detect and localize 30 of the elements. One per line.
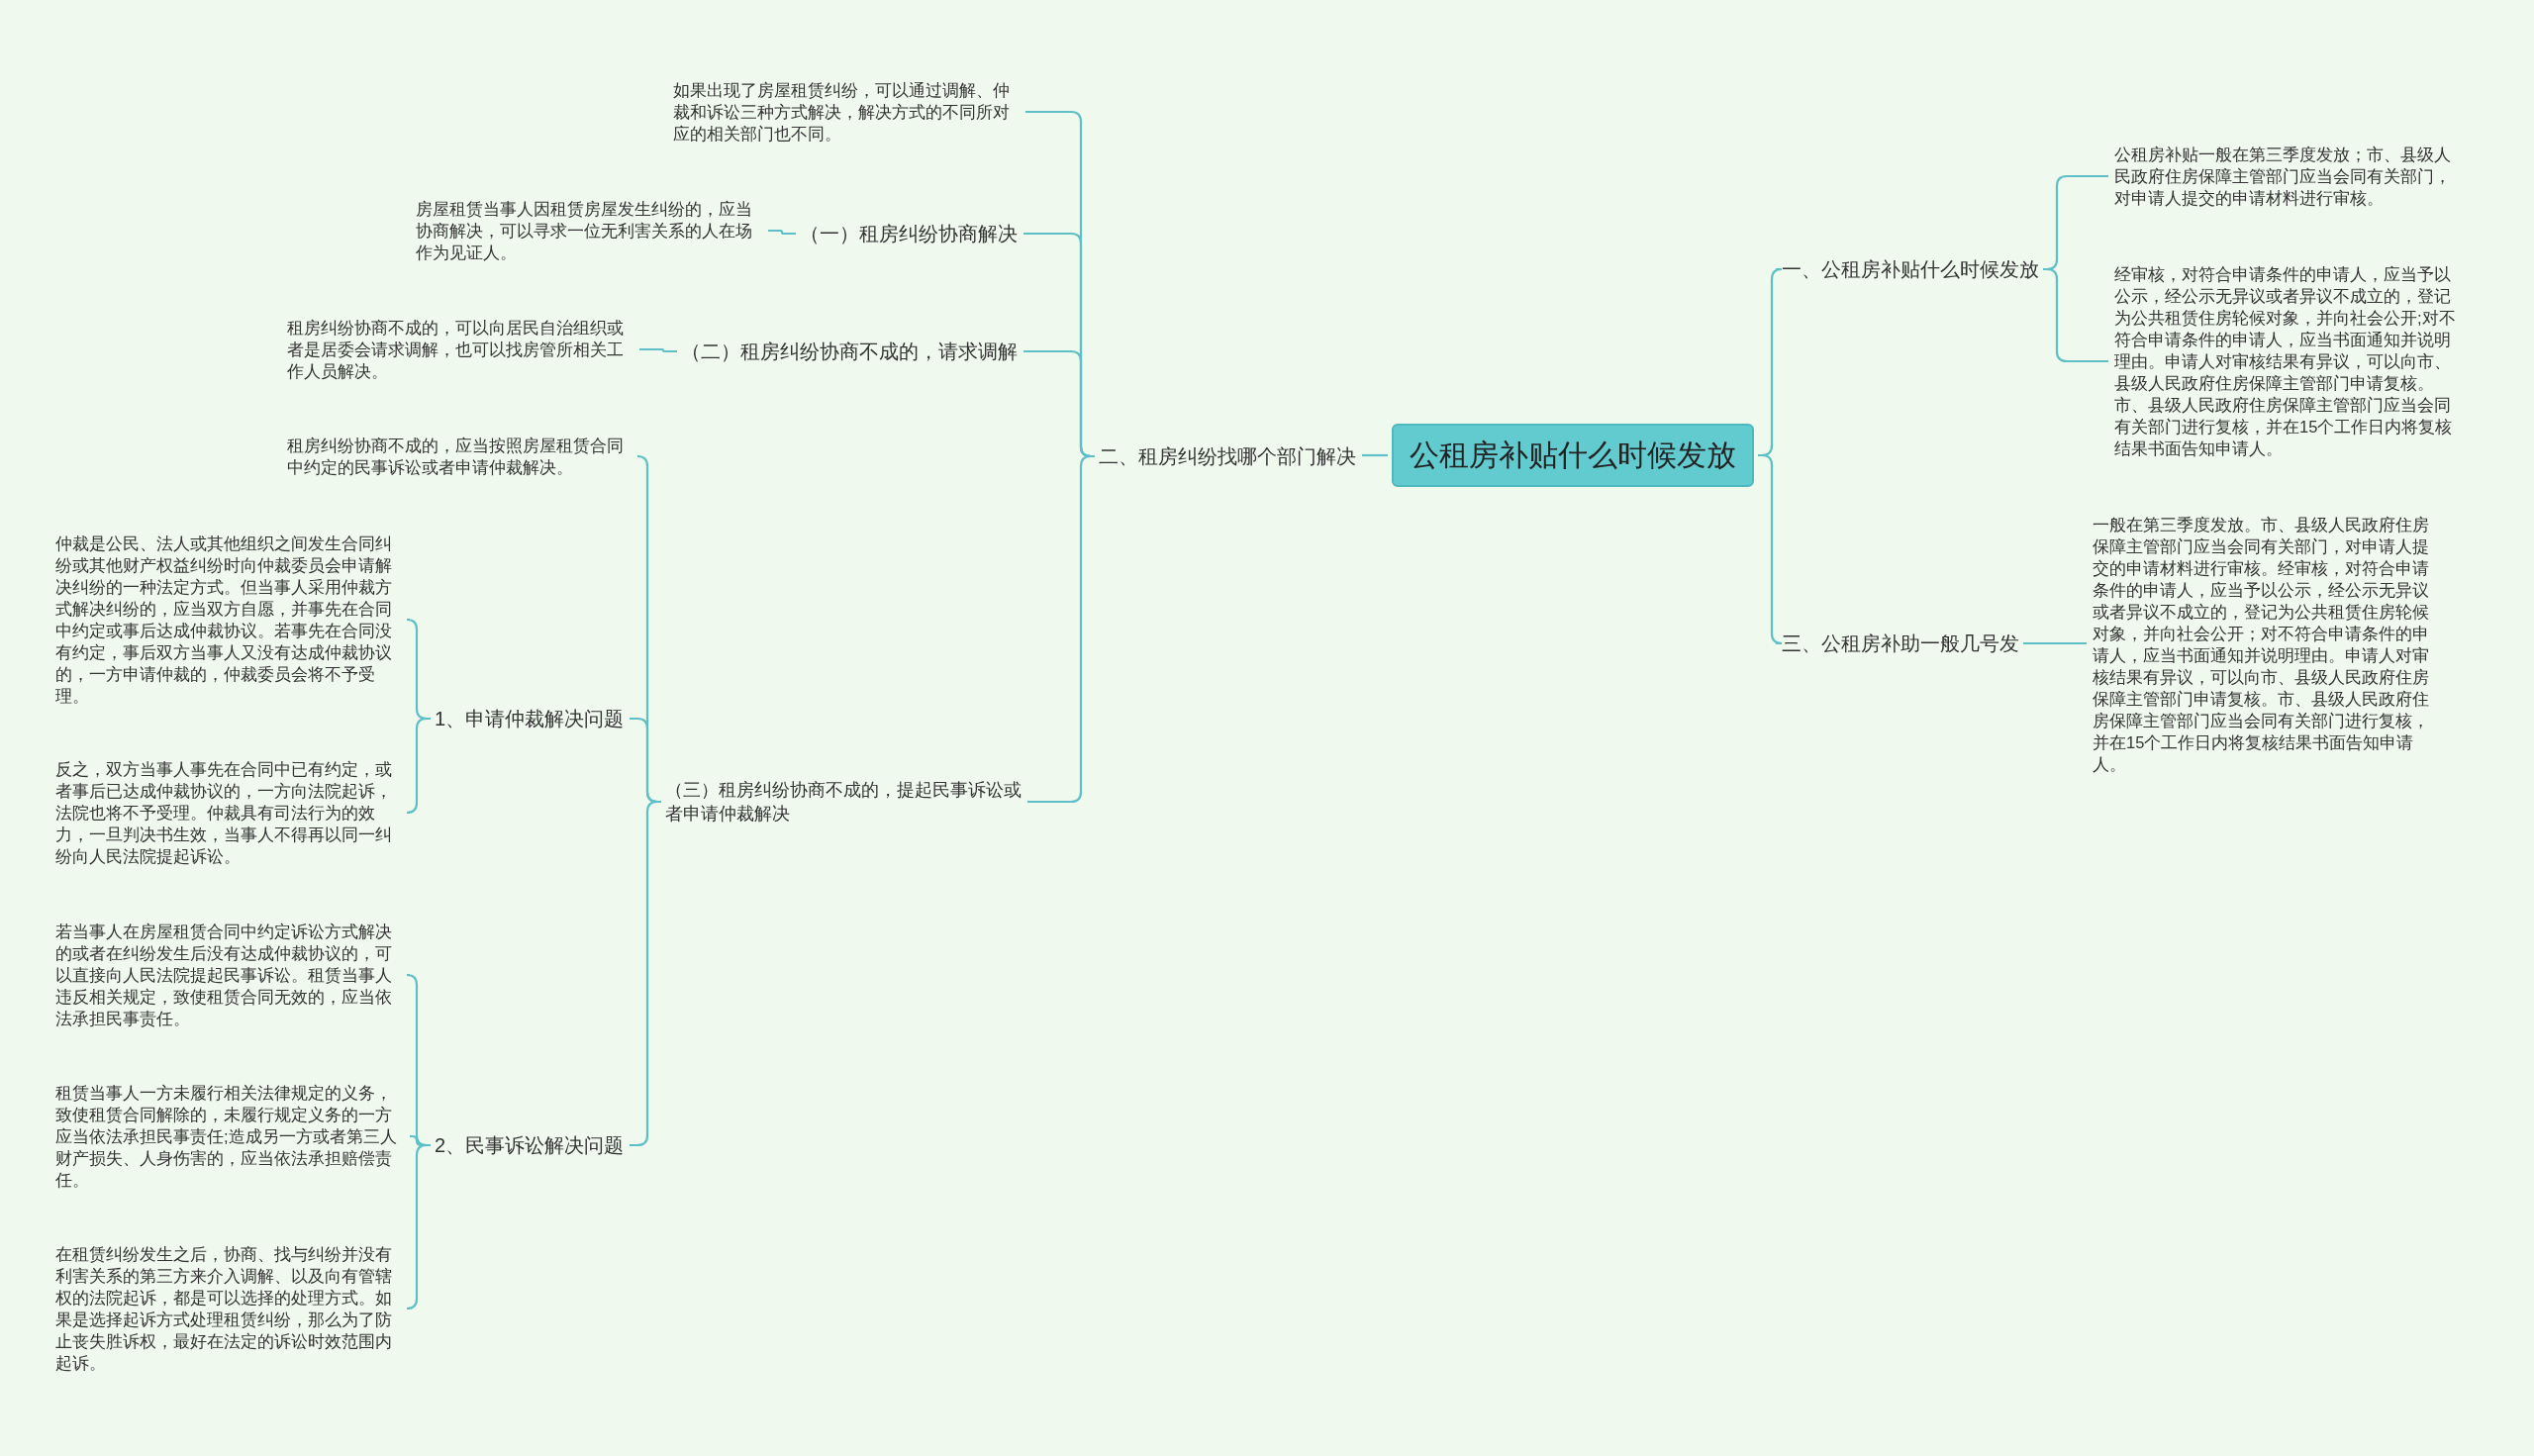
branch-topic: 三、公租房补助一般几号发	[1782, 630, 2019, 657]
note-text: 租赁当事人一方未履行相关法律规定的义务，致使租赁合同解除的，未履行规定义务的一方应当依法承担民事责任;造成另一方或者第三人财产损失、人身伤害的，应当依法承担赔偿责任。	[55, 1082, 404, 1191]
branch-topic: 一、公租房补贴什么时候发放	[1782, 255, 2039, 283]
connector-line	[2043, 267, 2108, 363]
branch-topic: 二、租房纠纷找哪个部门解决	[1099, 442, 1356, 470]
branch-topic: （三）租房纠纷协商不成的，提起民事诉讼或者申请仲裁解决	[665, 778, 1022, 825]
connector-line	[639, 347, 677, 353]
note-text: 经审核，对符合申请条件的申请人，应当予以公示，经公示无异议或者异议不成立的，登记为公共租赁住房轮候对象，并向社会公开;对不符合申请条件的申请人，应当书面通知并说明理由。申请人对审核结果有异议，可以向市、县级人民政府住房保障主管部门申请复核。市、县级人民政府住房保障主管部门应当会同有关部门进行复核，并在15个工作日内将复核结果书面告知申请人。	[2114, 263, 2461, 459]
note-text: 一般在第三季度发放。市、县级人民政府住房保障主管部门应当会同有关部门，对申请人提交的申请材料进行审核。经审核，对符合申请条件的申请人，应当予以公示，经公示无异议或者异议不成立的，登记为公共租赁住房轮候对象，并向社会公开；对不符合申请条件的申请人，应当书面通知并说明理由。申请人对审核结果有异议，可以向市、县级人民政府住房保障主管部门申请复核。市、县级人民政府住房保障主管部门应当会同有关部门进行复核，并在15个工作日内将复核结果书面告知申请人。	[2093, 514, 2439, 775]
connector-line	[768, 229, 796, 236]
note-text: 公租房补贴一般在第三季度发放；市、县级人民政府住房保障主管部门应当会同有关部门，对申请人提交的申请材料进行审核。	[2114, 144, 2461, 209]
branch-topic: 1、申请仲裁解决问题	[434, 705, 624, 732]
note-text: 若当事人在房屋租赁合同中约定诉讼方式解决的或者在纠纷发生后没有达成仲裁协议的，可以直接向人民法院提起民事诉讼。租赁当事人违反相关规定，致使租赁合同无效的，应当依法承担民事责任。	[55, 921, 404, 1029]
note-text: 租房纠纷协商不成的，可以向居民自治组织或者是居委会请求调解，也可以找房管所相关工作人员解决。	[287, 317, 634, 382]
connector-line	[405, 717, 431, 815]
branch-topic: 2、民事诉讼解决问题	[434, 1131, 624, 1159]
connector-line	[405, 1143, 431, 1310]
connector-line	[2023, 641, 2087, 645]
note-text: 反之，双方当事人事先在合同中已有约定，或者事后已达成仲裁协议的，一方向法院起诉，法院也将不予受理。仲裁具有司法行为的效力，一旦判决书生效，当事人不得再以同一纠纷向人民法院提起诉讼。	[55, 758, 404, 867]
note-text: 仲裁是公民、法人或其他组织之间发生合同纠纷或其他财产权益纠纷时向仲裁委员会申请解决纠纷的一种法定方式。但当事人采用仲裁方式解决纠纷的，应当双方自愿，并事先在合同中约定或事后达成仲裁协议。若事先在合同没有约定，事后双方当事人又没有达成仲裁协议的，一方申请仲裁的，仲裁委员会将不予受理。	[55, 533, 404, 707]
connector-line	[1027, 454, 1095, 804]
branch-topic: （二）租房纠纷协商不成的，请求调解	[681, 338, 1018, 365]
note-text: 在租赁纠纷发生之后，协商、找与纠纷并没有利害关系的第三方来介入调解、以及向有管辖权的法院起诉，都是可以选择的处理方式。如果是选择起诉方式处理租赁纠纷，那么为了防止丧失胜诉权，最好在法定的诉讼时效范围内起诉。	[55, 1243, 404, 1374]
central-topic: 公租房补贴什么时候发放	[1392, 424, 1754, 487]
branch-topic: （一）租房纠纷协商解决	[800, 220, 1018, 247]
connector-line	[1362, 453, 1388, 457]
connector-line	[1758, 453, 1784, 645]
note-text: 房屋租赁当事人因租赁房屋发生纠纷的，应当协商解决，可以寻求一位无利害关系的人在场作为见证人。	[416, 198, 762, 263]
note-text: 如果出现了房屋租赁纠纷，可以通过调解、仲裁和诉讼三种方式解决，解决方式的不同所对应的相关部门也不同。	[673, 79, 1020, 145]
note-text: 租房纠纷协商不成的，应当按照房屋租赁合同中约定的民事诉讼或者申请仲裁解决。	[287, 435, 634, 478]
